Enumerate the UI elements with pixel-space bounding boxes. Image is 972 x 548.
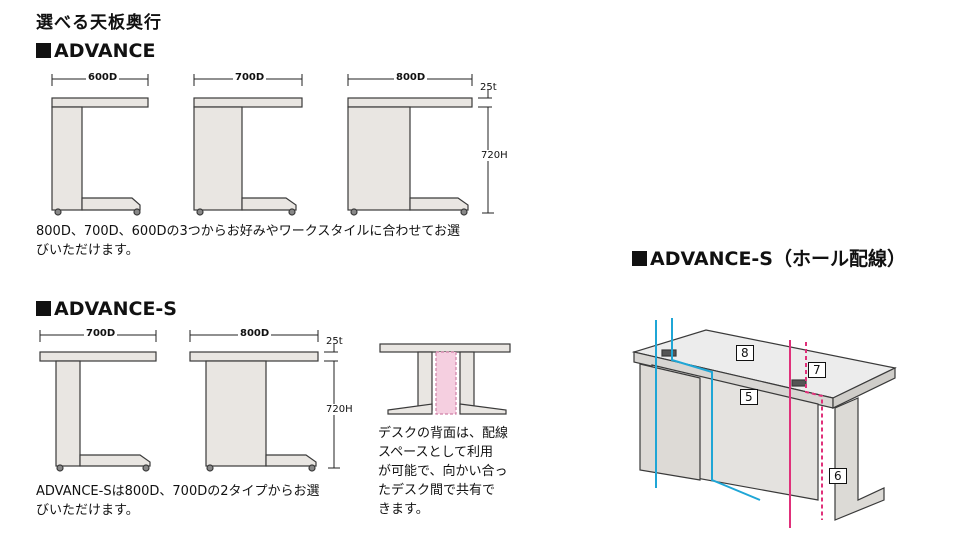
advance-thickness-label: 25t <box>480 82 497 93</box>
advance-s-hole-heading: ADVANCE-S（ホール配線） <box>632 244 906 271</box>
advance-depth-700d: 700D <box>233 72 267 83</box>
advance-description: 800D、700D、600Dの3つからお好みやワークスタイルに合わせてお選 びい… <box>36 222 536 260</box>
square-bullet-icon <box>36 301 51 316</box>
back-note-line: たデスク間で共有で <box>378 483 496 498</box>
advance-s-heading: ADVANCE-S <box>36 298 177 320</box>
advance-s-description-line1: ADVANCE-Sは800D、700Dの2タイプからお選 <box>36 484 320 499</box>
back-note-line: デスクの背面は、配線 <box>378 426 509 441</box>
hole-wiring-desk <box>631 329 897 521</box>
advance-description-line2: びいただけます。 <box>36 243 139 258</box>
advance-s-thickness-label: 25t <box>326 336 343 347</box>
page-title: 選べる天板奥行 <box>36 13 162 33</box>
back-note-line: が可能で、向かい合っ <box>378 464 508 479</box>
advance-heading: ADVANCE <box>36 40 155 62</box>
advance-description-line1: 800D、700D、600Dの3つからお好みやワークスタイルに合わせてお選 <box>36 224 460 239</box>
back-space-note: デスクの背面は、配線 スペースとして利用 が可能で、向かい合っ たデスク間で共有… <box>378 424 528 519</box>
square-bullet-icon <box>632 251 647 266</box>
advance-dimension-lines <box>51 74 494 214</box>
advance-s-depth-700d: 700D <box>84 328 118 339</box>
advance-s-description: ADVANCE-Sは800D、700Dの2タイプからお選 びいただけます。 <box>36 482 366 520</box>
desk-700d <box>193 97 303 216</box>
advance-s-depth-800d: 800D <box>238 328 272 339</box>
square-bullet-icon <box>36 43 51 58</box>
advance-s-height-label: 720H <box>326 404 353 415</box>
advance-s-description-line2: びいただけます。 <box>36 503 139 518</box>
advance-s-hole-heading-text: ADVANCE-S（ホール配線） <box>650 248 906 270</box>
cable-routes <box>655 318 823 528</box>
desk-s-800d <box>189 351 319 472</box>
advance-s-dimension-lines <box>39 330 340 469</box>
desk-s-700d <box>39 351 157 472</box>
advance-s-heading-text: ADVANCE-S <box>54 298 177 320</box>
advance-height-label: 720H <box>481 150 508 161</box>
callout-5: 5 <box>740 389 758 405</box>
advance-depth-800d: 800D <box>394 72 428 83</box>
back-to-back-desks <box>379 343 511 415</box>
back-note-line: きます。 <box>378 502 429 517</box>
desk-600d <box>51 97 149 216</box>
back-note-line: スペースとして利用 <box>378 445 494 460</box>
callout-8: 8 <box>736 345 754 361</box>
callout-6: 6 <box>829 468 847 484</box>
desk-800d <box>347 97 473 216</box>
advance-depth-600d: 600D <box>86 72 120 83</box>
callout-7: 7 <box>808 362 826 378</box>
advance-heading-text: ADVANCE <box>54 40 156 62</box>
